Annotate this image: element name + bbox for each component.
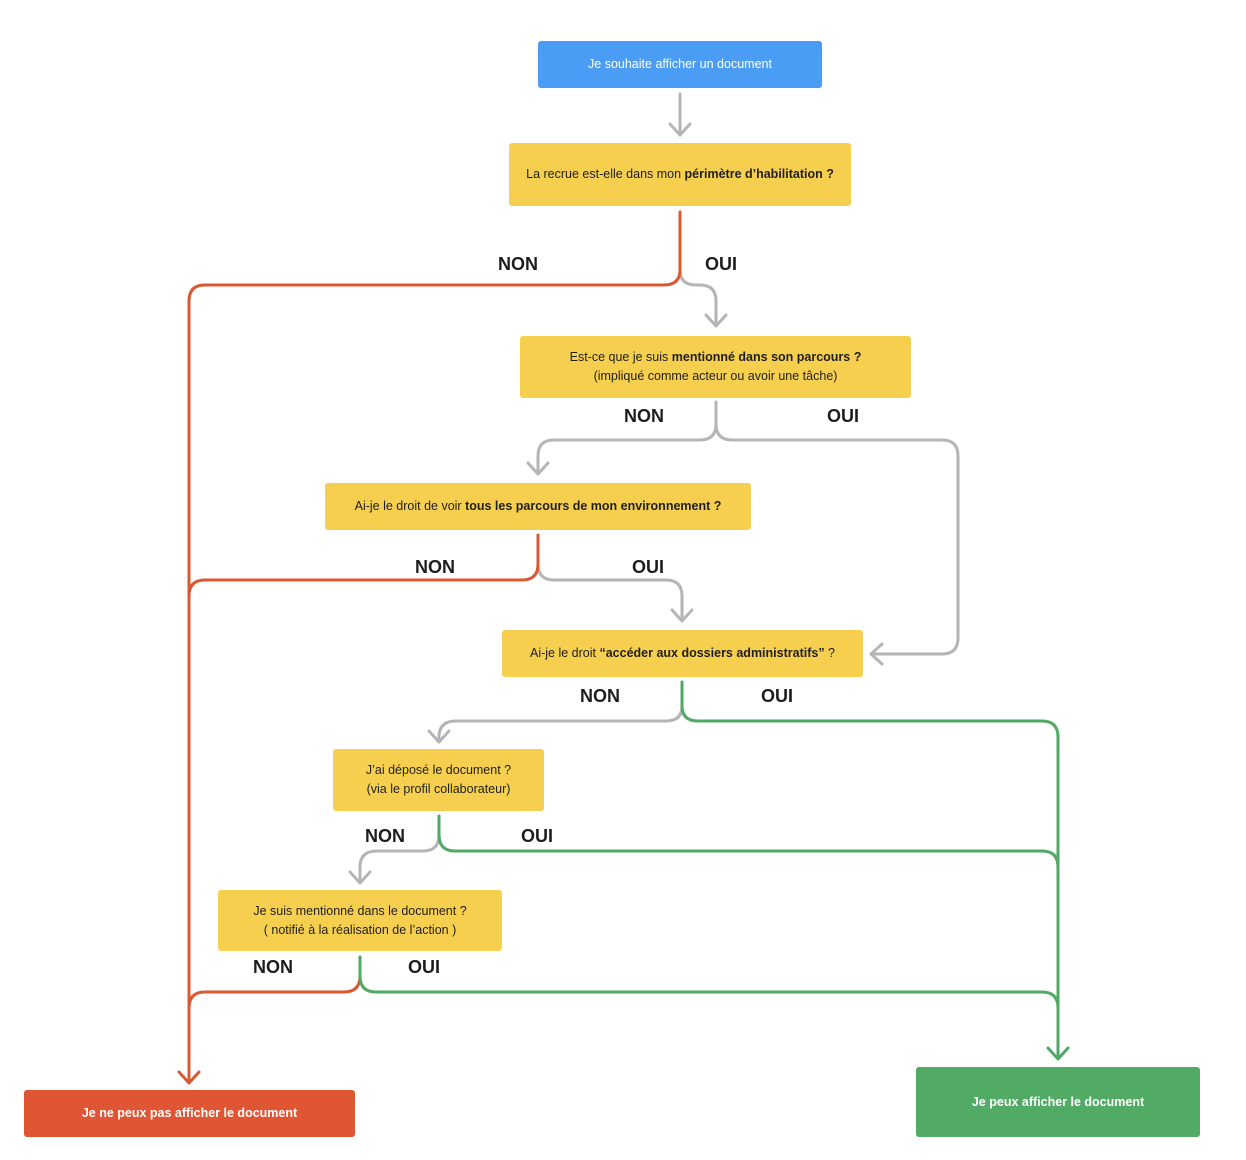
edge-q4-yes (680, 680, 1060, 1060)
question-document-depose: J’ai déposé le document ? (via le profil… (333, 749, 544, 811)
label-q6-no: NON (253, 957, 293, 977)
question-mentionne-document-subtext: ( notifié à la réalisation de l’action ) (263, 922, 457, 937)
arrow-head-allow (1046, 1046, 1070, 1061)
edge-q1-yes (678, 210, 718, 327)
label-q2-no: NON (624, 406, 664, 426)
label-q6-yes: OUI (408, 957, 441, 977)
edge-q4-no (437, 704, 684, 743)
edge-q5-no (358, 814, 441, 884)
arrow-head-q3 (526, 461, 550, 476)
allow-edges (358, 680, 1070, 1061)
allow-node-text: Je peux afficher le document (971, 1094, 1145, 1109)
question-document-depose-subtext: (via le profil collaborateur) (366, 782, 511, 796)
start-node-text: Je souhaite afficher un document (588, 57, 772, 71)
neutral-edges (348, 92, 960, 885)
label-q2-yes: OUI (827, 406, 860, 426)
edge-q3-no (187, 533, 540, 598)
question-mentionne-document-text: Je suis mentionné dans le document ? (253, 903, 467, 918)
label-q1-no: NON (498, 254, 538, 274)
deny-node: Je ne peux pas afficher le document (24, 1090, 355, 1137)
arrow-head-q4-side (869, 642, 884, 666)
question-mentionne-document: Je suis mentionné dans le document ? ( n… (218, 890, 502, 951)
arrow-head-q2 (704, 313, 728, 328)
label-q5-no: NON (365, 826, 405, 846)
edge-q2-no (536, 400, 718, 475)
edge-q6-yes (358, 955, 1060, 1010)
edge-q3-yes (536, 562, 684, 622)
question-parcours-subtext: (impliqué comme acteur ou avoir une tâch… (593, 369, 838, 383)
arrow-head-deny (177, 1070, 201, 1085)
deny-node-text: Je ne peux pas afficher le document (81, 1106, 298, 1120)
label-q3-no: NON (415, 557, 455, 577)
arrow-head-q4 (670, 608, 694, 623)
arrow-head-q6 (348, 870, 372, 885)
allow-node: Je peux afficher le document (916, 1067, 1200, 1137)
edge-q1-no (187, 210, 682, 1084)
question-dossiers-admin: Ai-je le droit “accéder aux dossiers adm… (502, 630, 863, 677)
arrow-head-q5 (427, 729, 451, 744)
edge-q2-yes (714, 422, 960, 656)
question-parcours: Est-ce que je suis mentionné dans son pa… (520, 336, 911, 398)
question-parcours-text: Est-ce que je suis mentionné dans son pa… (569, 350, 862, 364)
question-tous-parcours: Ai-je le droit de voir tous les parcours… (325, 483, 751, 530)
label-q1-yes: OUI (705, 254, 738, 274)
question-dossiers-admin-text: Ai-je le droit “accéder aux dossiers adm… (529, 646, 836, 660)
edge-q5-yes (437, 814, 1060, 869)
label-q4-yes: OUI (761, 686, 794, 706)
label-q5-yes: OUI (521, 826, 554, 846)
start-node: Je souhaite afficher un document (538, 41, 822, 88)
question-document-depose-text: J’ai déposé le document ? (365, 763, 512, 777)
question-tous-parcours-text: Ai-je le droit de voir tous les parcours… (354, 499, 722, 513)
arrow-head-q1 (668, 122, 692, 137)
question-perimetre-text: La recrue est-elle dans mon périmètre d’… (526, 167, 834, 181)
label-q4-no: NON (580, 686, 620, 706)
label-q3-yes: OUI (632, 557, 665, 577)
question-perimetre: La recrue est-elle dans mon périmètre d’… (509, 143, 851, 206)
